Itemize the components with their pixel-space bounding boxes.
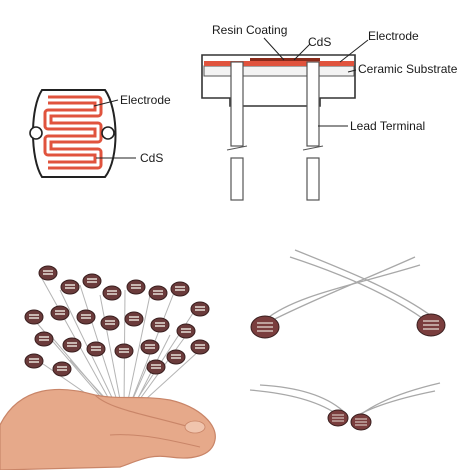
photoresistor-top-view: Electrode CdS bbox=[0, 0, 220, 230]
break-mark-left bbox=[226, 145, 248, 151]
electrode-leader-line bbox=[93, 99, 119, 107]
label-electrode-section: Electrode bbox=[368, 29, 419, 43]
hand-shape bbox=[0, 388, 216, 471]
label-lead-terminal: Lead Terminal bbox=[350, 119, 425, 133]
cds-gap-line bbox=[46, 98, 100, 167]
cross-section-drawing: Resin Coating CdS Electrode Ceramic Subs… bbox=[201, 23, 458, 201]
cds-layer bbox=[250, 58, 320, 61]
electrode-layer bbox=[204, 61, 354, 66]
lead-terminal-right-upper bbox=[306, 61, 320, 147]
lead-terminal-left-upper bbox=[230, 61, 244, 147]
label-ceramic-substrate: Ceramic Substrate bbox=[358, 62, 458, 76]
individual-photoresistors-illustration bbox=[249, 249, 446, 431]
hand-photo-illustration bbox=[0, 265, 216, 471]
label-electrode: Electrode bbox=[120, 93, 171, 107]
electrode-leader-line-section bbox=[339, 39, 369, 63]
substrate-leader-line bbox=[347, 69, 357, 73]
top-pair-leads bbox=[262, 249, 431, 326]
break-mark-right bbox=[302, 145, 324, 151]
hand-thumb-crease bbox=[109, 434, 201, 448]
photoresistor-top-left bbox=[250, 315, 280, 339]
lead-terminal-right-lower bbox=[306, 157, 320, 201]
photoresistor-bottom-left bbox=[327, 409, 349, 427]
ceramic-substrate bbox=[203, 65, 355, 77]
photoresistor-heads-cluster bbox=[24, 265, 210, 377]
photoresistor-bottom-right bbox=[350, 413, 372, 431]
cds-leader-line-section bbox=[293, 43, 311, 61]
hand-holding-photoresistors-photo bbox=[0, 235, 235, 471]
right-electrode-hole bbox=[101, 126, 115, 140]
label-cds-section: CdS bbox=[308, 35, 331, 49]
label-resin-coating: Resin Coating bbox=[212, 23, 287, 37]
photoresistor-cross-section: Resin Coating CdS Electrode Ceramic Subs… bbox=[190, 0, 470, 230]
hand-finger-crease bbox=[94, 394, 201, 431]
individual-photoresistors-photo bbox=[235, 235, 470, 470]
lead-terminal-left-lower bbox=[230, 157, 244, 201]
label-cds: CdS bbox=[140, 151, 163, 165]
thumbnail bbox=[184, 420, 206, 434]
left-electrode-hole bbox=[29, 126, 43, 140]
photoresistor-top-right bbox=[416, 313, 446, 337]
photoresistor-top-view-drawing: Electrode CdS bbox=[29, 89, 171, 178]
resin-leader-line bbox=[263, 37, 285, 61]
